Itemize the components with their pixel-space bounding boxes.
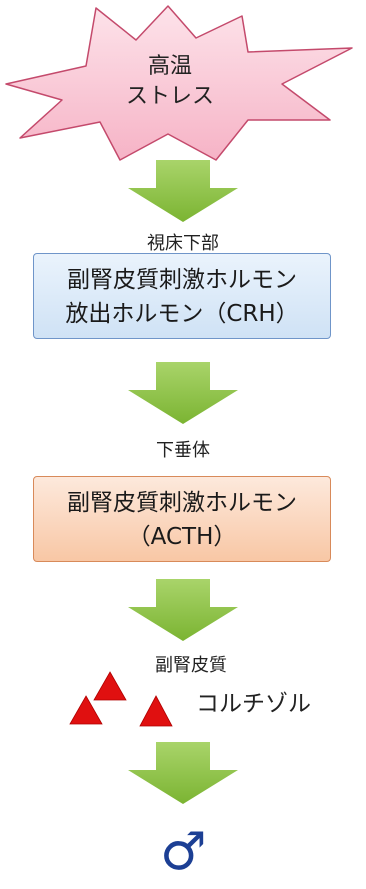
cortisol-triangle [93, 671, 127, 701]
male-symbol-icon: ♂ [160, 822, 207, 882]
down-arrow-icon [128, 160, 238, 222]
hormone-box-acth-line2: （ACTH） [127, 524, 237, 550]
organ-label-pituitary: 下垂体 [156, 440, 210, 461]
hormone-label-cortisol: コルチゾル [196, 691, 311, 717]
stress-label-line1: 高温 [147, 54, 192, 79]
cortisol-triangle [69, 695, 103, 725]
down-arrow-icon [128, 362, 238, 424]
hormone-box-acth: 副腎皮質刺激ホルモン （ACTH） [33, 476, 331, 562]
organ-label-hypothalamus: 視床下部 [147, 233, 219, 254]
organ-label-adrenal-cortex: 副腎皮質 [155, 655, 227, 676]
down-arrow-icon [128, 742, 238, 804]
stress-label: 高温 ストレス [100, 52, 240, 112]
hormone-box-crh-line1: 副腎皮質刺激ホルモン [67, 267, 297, 293]
hormone-box-crh: 副腎皮質刺激ホルモン 放出ホルモン（CRH） [33, 253, 331, 339]
hormone-box-acth-line1: 副腎皮質刺激ホルモン [67, 490, 297, 516]
down-arrow-icon [128, 579, 238, 641]
stress-burst [5, 5, 353, 161]
stress-burst-shape [5, 5, 353, 161]
stress-label-line2: ストレス [125, 84, 214, 109]
hormone-box-crh-line2: 放出ホルモン（CRH） [65, 301, 299, 327]
cortisol-triangles-icon [69, 671, 173, 727]
cortisol-triangle [139, 695, 173, 727]
